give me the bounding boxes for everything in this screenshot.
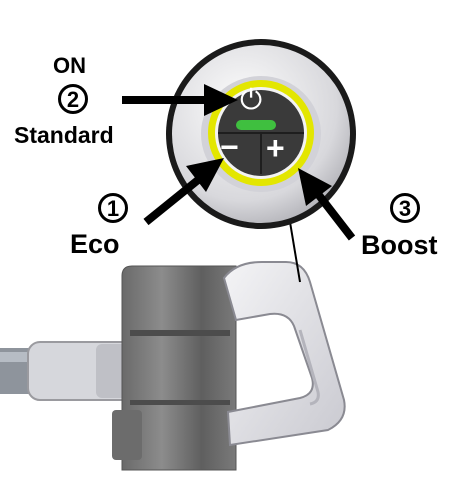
standard-label: Standard [14,122,114,148]
eco-label: Eco [70,229,120,259]
arrow-to-minus [143,158,224,226]
vacuum-handle [222,261,346,447]
minus-icon[interactable]: − [220,129,239,165]
on-label: ON [53,53,86,78]
boost-number-badge: 3 [390,193,420,223]
vacuum-body [0,221,346,471]
plus-icon[interactable]: + [266,130,285,166]
eco-number-badge: 1 [98,193,128,223]
boost-label: Boost [361,230,438,260]
arrow-to-plus [298,168,356,241]
standard-number-badge: 2 [58,84,88,114]
motor-housing [121,265,237,471]
arrows [122,84,356,241]
arrow-to-power [122,84,238,116]
power-icon[interactable]: ⏻ [240,83,263,116]
mode-indicator-light [236,120,276,130]
